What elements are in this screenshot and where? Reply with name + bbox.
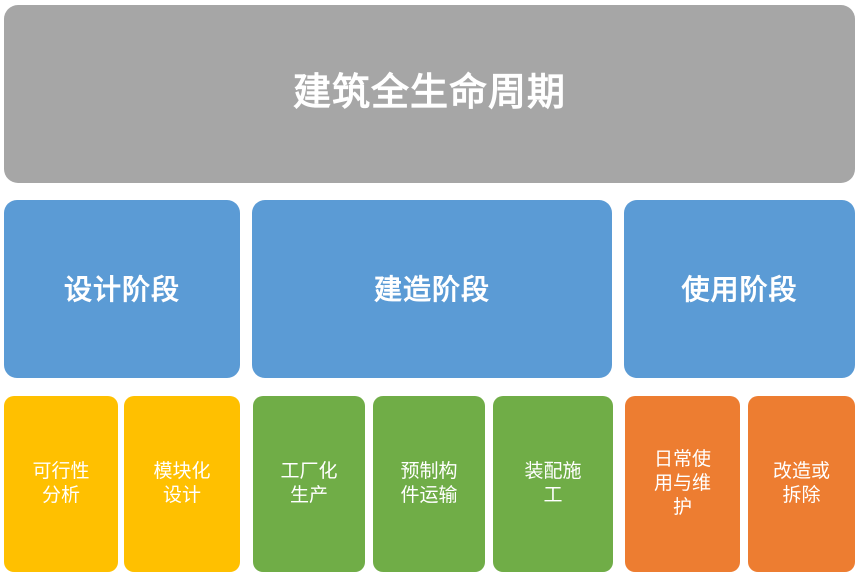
task-node-daily-use-and-maintenance[interactable]: 日常使 用与维 护 xyxy=(625,396,740,572)
phase-node-construction[interactable]: 建造阶段 xyxy=(252,200,612,378)
phase-node-usage[interactable]: 使用阶段 xyxy=(624,200,855,378)
task-node-factory-production[interactable]: 工厂化 生产 xyxy=(253,396,365,572)
task-node-renovation-or-demolition[interactable]: 改造或 拆除 xyxy=(748,396,855,572)
task-node-prefab-component-transport[interactable]: 预制构 件运输 xyxy=(373,396,485,572)
task-node-modular-design[interactable]: 模块化 设计 xyxy=(124,396,240,572)
phase-node-design[interactable]: 设计阶段 xyxy=(4,200,240,378)
root-node-building-lifecycle[interactable]: 建筑全生命周期 xyxy=(4,5,855,183)
task-node-assembly-construction[interactable]: 装配施 工 xyxy=(493,396,613,572)
task-node-feasibility-analysis[interactable]: 可行性 分析 xyxy=(4,396,118,572)
